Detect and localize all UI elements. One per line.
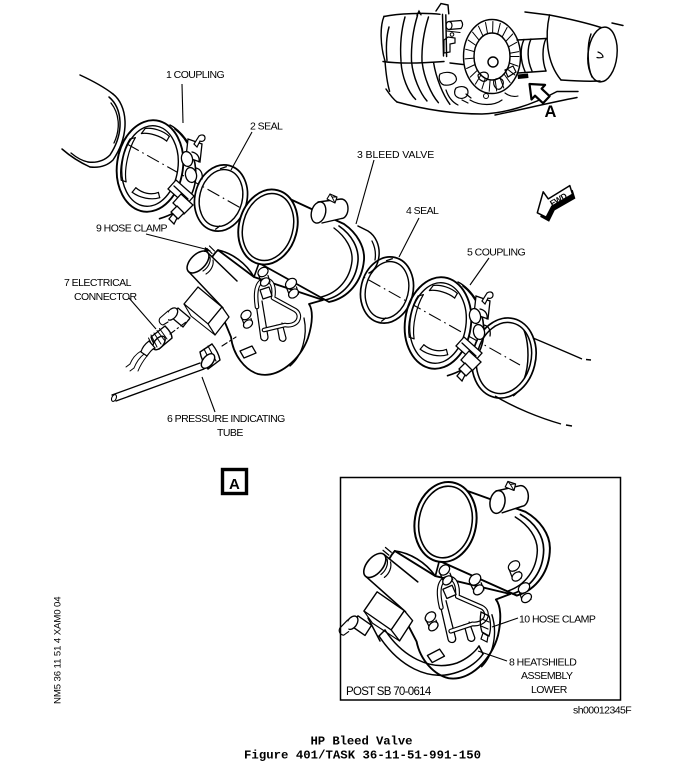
svg-text:A: A	[229, 476, 240, 493]
svg-text:ASSEMBLY: ASSEMBLY	[521, 670, 573, 682]
svg-text:6 PRESSURE INDICATING: 6 PRESSURE INDICATING	[167, 413, 285, 425]
svg-text:sh00012345F: sh00012345F	[573, 705, 631, 717]
svg-text:LOWER: LOWER	[531, 684, 568, 696]
svg-text:CONNECTOR: CONNECTOR	[74, 291, 137, 303]
svg-text:1 COUPLING: 1 COUPLING	[166, 69, 224, 81]
svg-text:POST SB 70-0614: POST SB 70-0614	[346, 686, 432, 698]
svg-text:7 ELECTRICAL: 7 ELECTRICAL	[64, 277, 132, 289]
svg-text:Figure 401/TASK 36-11-51-991-1: Figure 401/TASK 36-11-51-991-150	[244, 749, 481, 763]
svg-text:TUBE: TUBE	[217, 427, 243, 439]
svg-text:10 HOSE CLAMP: 10 HOSE CLAMP	[519, 614, 596, 626]
svg-text:HP Bleed Valve: HP Bleed Valve	[311, 735, 413, 749]
svg-text:NM5 36 11 51 4 XAM0 04: NM5 36 11 51 4 XAM0 04	[53, 596, 64, 704]
svg-text:3 BLEED VALVE: 3 BLEED VALVE	[357, 149, 434, 161]
svg-text:2 SEAL: 2 SEAL	[250, 121, 283, 133]
svg-text:8 HEATSHIELD: 8 HEATSHIELD	[509, 657, 577, 669]
svg-text:9 HOSE CLAMP: 9 HOSE CLAMP	[96, 223, 168, 235]
svg-text:A: A	[545, 103, 557, 121]
svg-text:5 COUPLING: 5 COUPLING	[467, 247, 525, 259]
svg-text:4 SEAL: 4 SEAL	[406, 205, 439, 217]
